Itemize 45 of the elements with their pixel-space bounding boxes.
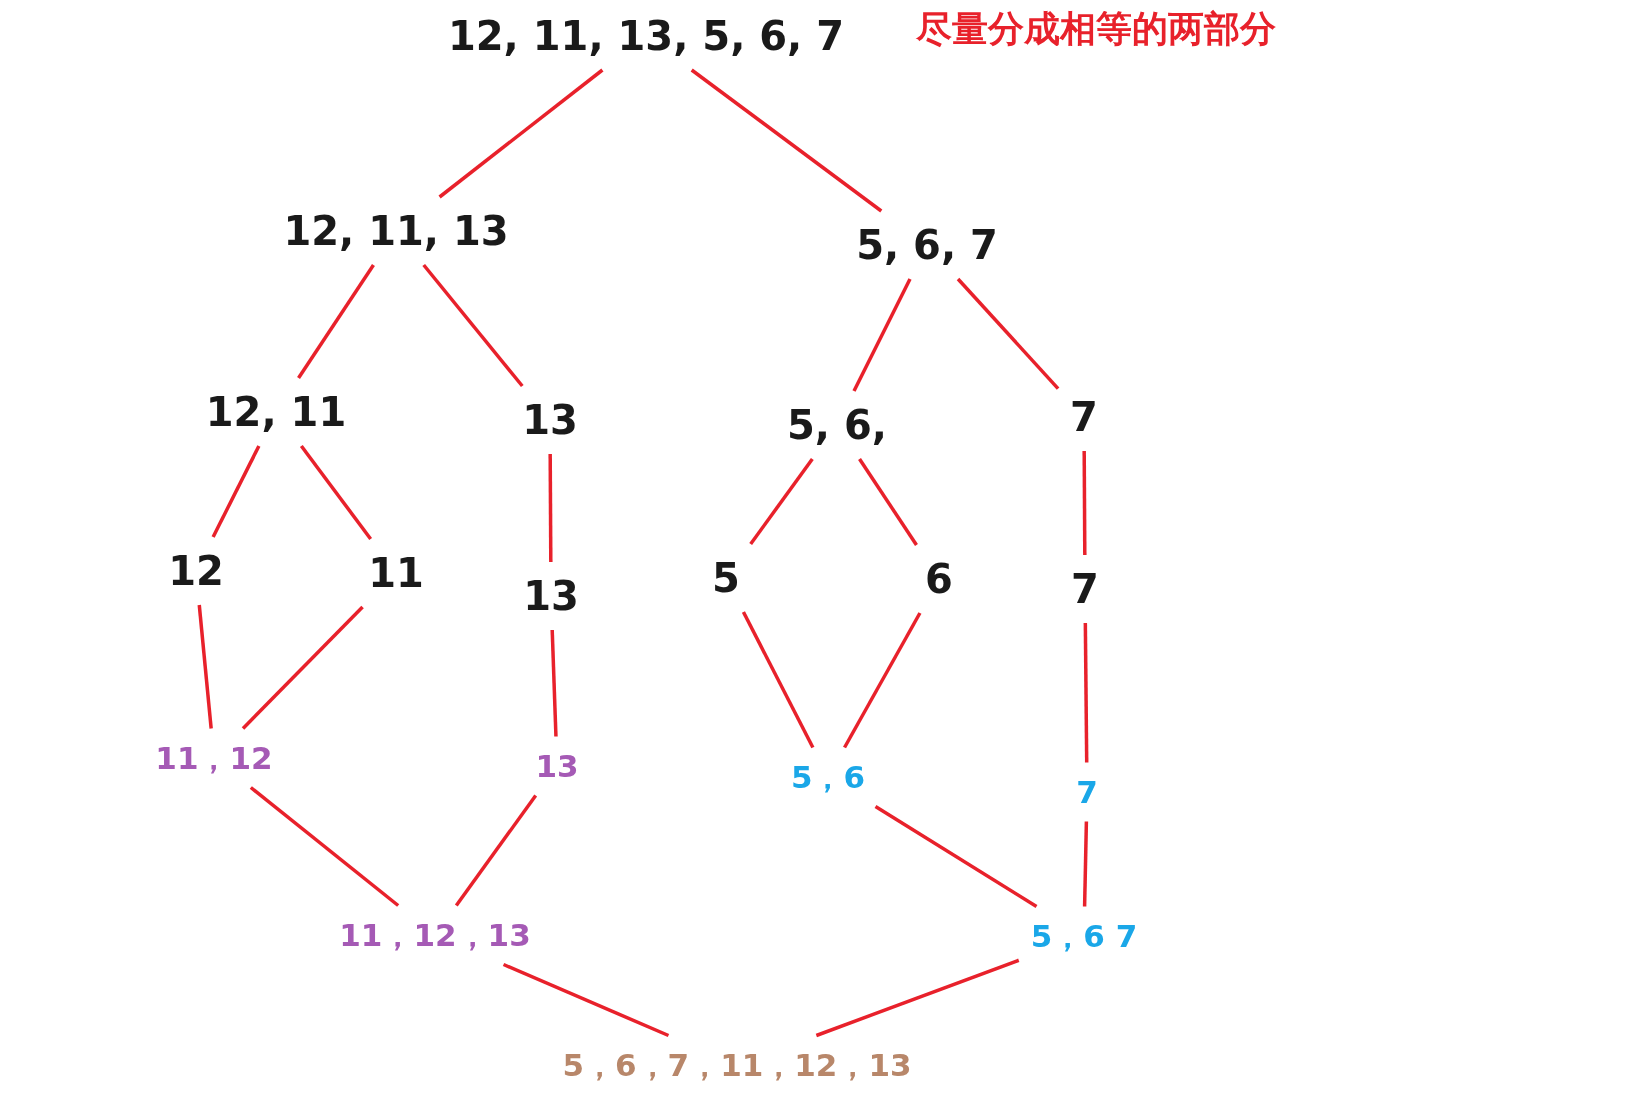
connector-line [815,958,1020,1038]
number-list-text: 13 [535,747,579,784]
connector-line [874,805,1038,908]
connector-line [1082,451,1087,555]
number-list-text: 5 [712,555,740,601]
connector-line [502,962,670,1038]
connector-line [211,445,261,538]
connector-line [690,68,883,213]
connector-line [956,277,1060,390]
connector-line [422,263,524,388]
number-list-text: 11，12 [155,739,273,776]
number-list-text: 11，12，13 [339,916,531,953]
number-list-text: 12 [168,548,224,594]
number-list-text: 11 [368,550,424,596]
number-list-text: 5, 6, 7 [856,222,998,268]
connector-line [297,264,375,379]
number-list-text: 12, 11 [205,389,347,435]
connector-line [1083,623,1089,763]
connector-line [852,278,912,392]
number-list-text: 13 [523,573,579,619]
number-list-text: 7 [1070,394,1098,440]
number-list-text: 5，6 7 [1030,917,1138,954]
connector-line [299,444,373,541]
connector-line [438,68,604,199]
connector-line [241,605,364,730]
number-list-text: 5，6 [790,758,866,795]
number-list-text: 12, 11, 13, 5, 6, 7 [447,13,845,59]
connector-line [197,604,213,729]
number-list-text: 5, 6, [787,402,887,448]
number-list-text: 7 [1076,773,1098,810]
number-list-text: 13 [522,397,578,443]
connector-line [1082,821,1089,907]
connector-line [548,454,553,562]
number-list-text: 6 [925,556,953,602]
connector-line [858,458,918,546]
connector-line [843,612,922,749]
connector-line [741,611,815,749]
note-text: 尽量分成相等的两部分 [916,6,1276,51]
connector-line [249,786,400,907]
connector-line [550,629,558,737]
number-list-text: 5，6，7，11，12，13 [562,1046,912,1083]
number-list-text: 12, 11, 13 [283,208,509,254]
connector-line [749,457,814,546]
number-list-text: 7 [1071,566,1099,612]
connector-line [454,794,538,907]
